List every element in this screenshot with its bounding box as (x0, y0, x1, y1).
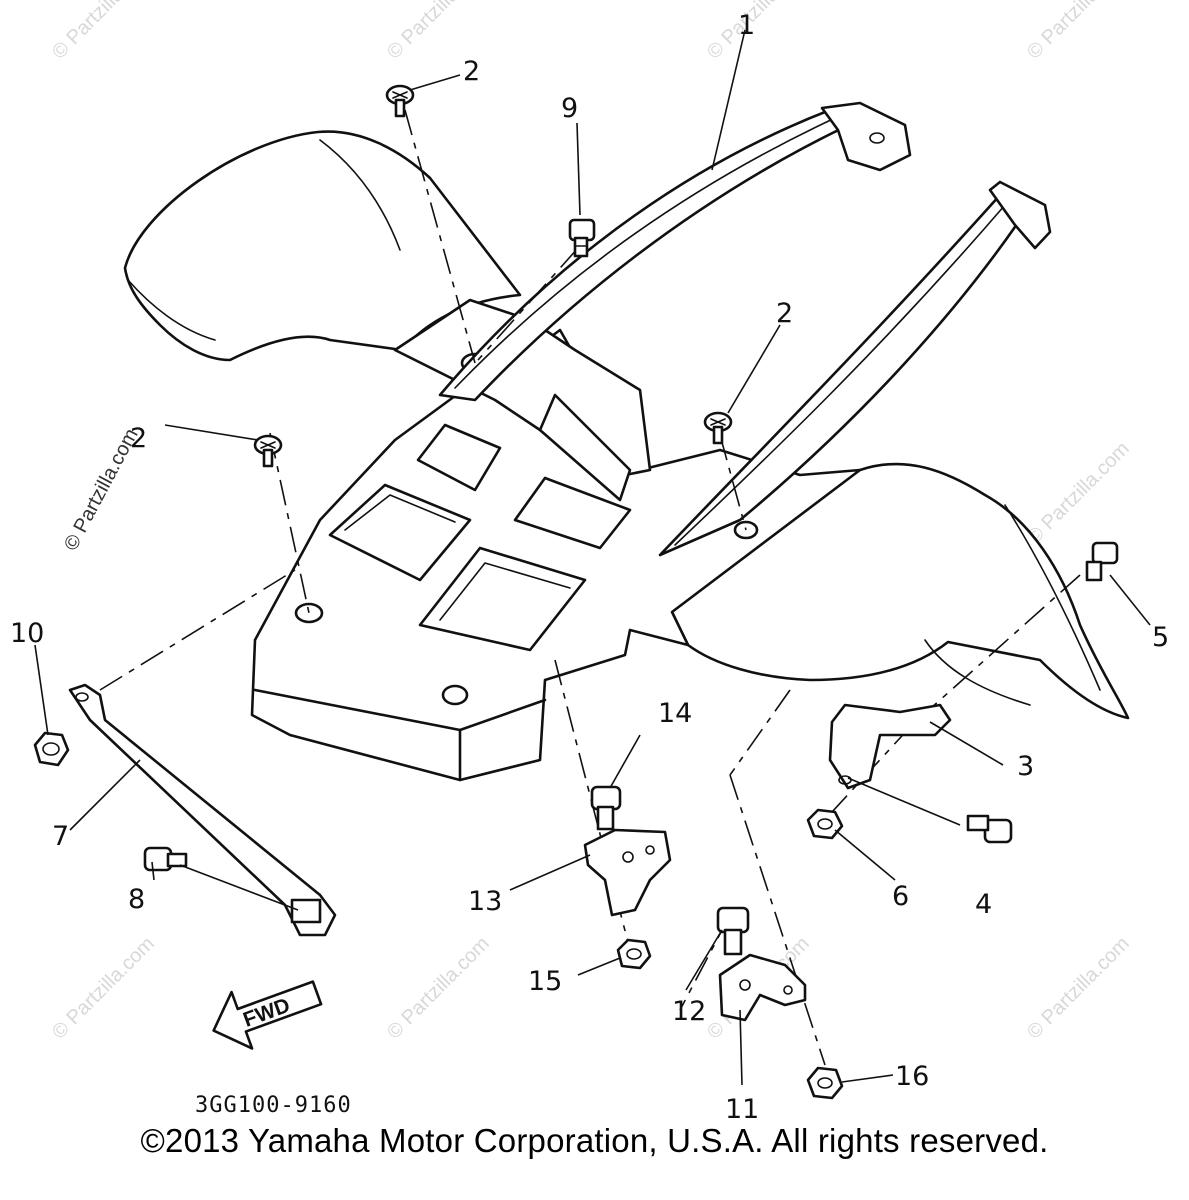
bolt-icon (966, 814, 1013, 844)
callout-3: 3 (1017, 751, 1034, 782)
callout-2: 2 (130, 423, 147, 454)
assembly-lines (99, 109, 1081, 1066)
fwd-arrow-icon: FWD (212, 980, 323, 1050)
callout-2: 2 (463, 56, 480, 87)
callout-16: 16 (895, 1061, 929, 1092)
callout-14: 14 (658, 698, 692, 729)
bolt-icon (143, 846, 188, 872)
callout-9: 9 (561, 93, 578, 124)
callout-8: 8 (128, 884, 145, 915)
grab-bar-right-end (988, 180, 1052, 250)
grab-bar-1 (438, 101, 1052, 557)
callout-4: 4 (975, 889, 992, 920)
mount-hole (294, 602, 324, 624)
bracket-3 (828, 703, 952, 790)
callout-6: 6 (892, 881, 909, 912)
callouts: 1 2 2 2 3 4 5 6 7 8 9 10 11 12 13 14 15 … (10, 10, 1169, 1125)
nut-icon (33, 731, 70, 767)
diagram-part-code: 3GG100-9160 (195, 1093, 352, 1118)
screw-icon (385, 84, 415, 118)
watermark: © Partzilla.com (383, 933, 494, 1044)
nut-icon (616, 938, 652, 970)
callout-15: 15 (528, 966, 562, 997)
bolt-icon (568, 218, 596, 258)
callout-7: 7 (52, 821, 69, 852)
watermark: © Partzilla.com (703, 0, 814, 64)
watermark: © Partzilla.com (1023, 933, 1134, 1044)
callout-5: 5 (1152, 622, 1169, 653)
callout-10: 10 (10, 618, 44, 649)
watermark: © Partzilla.com (48, 0, 159, 64)
watermark: © Partzilla.com (48, 933, 159, 1044)
bolt-icon (716, 906, 750, 956)
watermark: © Partzilla.com (383, 0, 494, 64)
fasteners (33, 84, 1119, 1100)
callout-13: 13 (468, 886, 502, 917)
grab-bar-left-end (820, 101, 912, 172)
grab-bar-left-arm (438, 108, 857, 402)
bolt-icon (1085, 541, 1119, 582)
bracket-13 (583, 828, 672, 917)
bolt-icon (590, 785, 622, 831)
storage-compartment (416, 423, 502, 492)
callout-11: 11 (725, 1094, 759, 1125)
watermark: © Partzilla.com (1023, 0, 1134, 64)
callout-12: 12 (672, 996, 706, 1027)
rear-fender (123, 130, 1130, 782)
nut-icon (806, 808, 844, 840)
copyright-notice: ©2013 Yamaha Motor Corporation, U.S.A. A… (140, 1122, 1049, 1159)
callout-2: 2 (776, 298, 793, 329)
screw-icon (703, 411, 733, 445)
callout-1: 1 (738, 10, 755, 41)
brackets (68, 683, 952, 1022)
screw-icon (253, 434, 283, 468)
watermark: © Partzilla.com (1023, 438, 1134, 549)
storage-compartment (513, 476, 632, 550)
storage-compartment (418, 546, 587, 652)
bracket-11 (718, 953, 807, 1022)
nut-icon (806, 1066, 844, 1100)
storage-compartment (328, 483, 472, 582)
leader-lines (34, 29, 1151, 1086)
stay-7 (68, 683, 337, 937)
mount-hole (441, 684, 469, 706)
grab-bar-cross (538, 393, 632, 502)
